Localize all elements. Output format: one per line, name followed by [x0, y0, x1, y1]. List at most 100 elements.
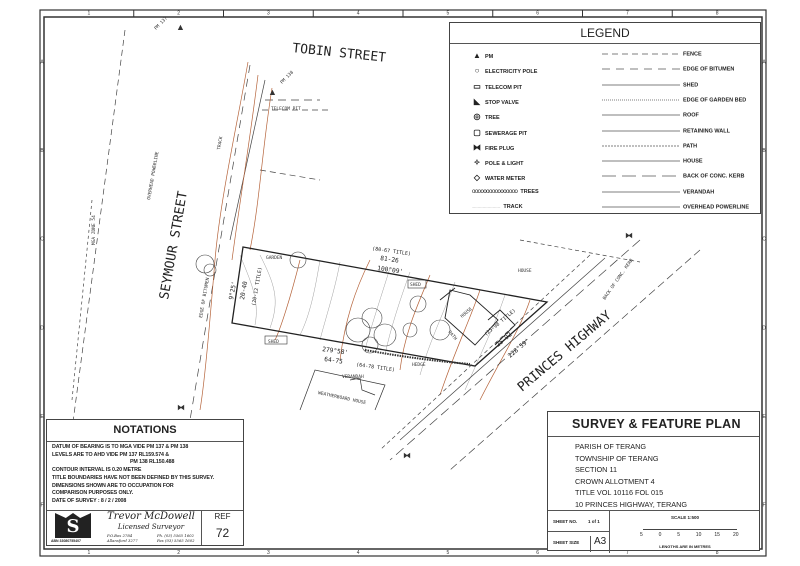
legend-item: ▲PM: [472, 51, 493, 60]
grid-row-label: A: [762, 59, 766, 65]
legend-item: HOUSE: [602, 158, 703, 165]
legend-item: ◇ WATER METER: [472, 173, 525, 182]
grid-row-label: C: [762, 237, 766, 243]
legend-item: OVERHEAD POWERLINE: [602, 204, 749, 210]
trees-cluster: [195, 251, 451, 354]
grid-column-label: 4: [357, 11, 360, 17]
label-garden: GARDEN: [266, 255, 283, 261]
title-line: 10 PRINCES HIGHWAY, TERANG: [575, 499, 688, 509]
grid-column-label: 3: [267, 11, 270, 17]
legend-label: WATER METER: [485, 176, 526, 183]
electricity-pole-icon: ○: [474, 66, 480, 76]
grid-column-label: 2: [177, 550, 180, 556]
legend-line-swatch: [602, 206, 680, 208]
legend-label: ELECTRICITY POLE: [485, 69, 538, 76]
plan-symbols: ▲ ▲ ⧓ ⧓ ⧓: [176, 22, 633, 460]
sheet-size-label: SHEET SIZE: [553, 540, 580, 545]
dim-south-title: (64-78 TITLE): [356, 362, 396, 373]
track-icon: ..................................: [472, 205, 501, 209]
legend-line-swatch: [602, 99, 680, 101]
water-meter-icon: ◇: [473, 173, 481, 183]
trees-icon: oooooooooooooooo: [472, 188, 518, 195]
legend-item: ✧POLE & LIGHT: [472, 158, 524, 167]
notation-line: LEVELS ARE TO AHD VIDE PM 137 RL159.574 …: [52, 451, 169, 458]
legend-title: LEGEND: [450, 23, 760, 44]
grid-column-label: 8: [716, 11, 719, 17]
grid-row-label: F: [762, 503, 765, 509]
sheet-size-value: A3: [590, 536, 606, 552]
legend-label: TELECOM PIT: [485, 84, 522, 91]
grid-row-label: A: [40, 59, 44, 65]
ref-label: REF: [214, 512, 231, 521]
legend-line-swatch: [602, 68, 680, 70]
notation-line: DIMENSIONS SHOWN ARE TO OCCUPATION FOR: [52, 482, 174, 489]
legend-item: ◣STOP VALVE: [472, 97, 519, 106]
legend-label: SEWERAGE PIT: [485, 130, 528, 137]
fire-plug-icon: ⧓: [177, 403, 185, 412]
legend-label: PATH: [683, 143, 698, 150]
grid-column-label: 8: [716, 550, 719, 556]
lot-boundary: [231, 246, 549, 367]
surveyor-phone: Ph. (03) 5565 1602: [157, 533, 194, 538]
legend-line-swatch: [602, 53, 680, 55]
legend-line-swatch: [602, 175, 680, 177]
legend-item: ○ ELECTRICITY POLE: [472, 66, 538, 76]
pole-light-icon: ✧: [473, 158, 481, 168]
ref-value: 72: [215, 526, 230, 540]
weatherboard-house-outline: [299, 369, 386, 411]
scale-label: SCALE 1:500: [670, 515, 699, 520]
legend-item: EDGE OF BITUMEN: [602, 66, 734, 73]
street-label-seymour: SEYMOUR STREET: [157, 190, 191, 301]
dim-east-length: 25-92: [495, 331, 514, 349]
princes-highway-lines: [379, 239, 701, 471]
label-verandah: VERANDAH: [342, 374, 364, 380]
street-label-princes: PRINCES HIGHWAY: [515, 308, 615, 395]
legend-label: HOUSE: [683, 158, 703, 165]
legend-label: BACK OF CONC. KERB: [683, 173, 745, 180]
grid-row-label: F: [40, 503, 43, 509]
grid-column-label: 6: [536, 550, 539, 556]
pm-icon: ▲: [473, 51, 481, 60]
notation-line: TITLE BOUNDARIES HAVE NOT BEEN DEFINED B…: [52, 474, 215, 481]
label-hedge: HEDGE: [412, 362, 426, 368]
legend-line-swatch: [602, 130, 680, 131]
grid-row-label: E: [762, 414, 766, 420]
dim-east-bearing: 228°59': [506, 337, 531, 360]
legend-item: ▭ TELECOM PIT: [472, 82, 522, 91]
legend-item: ◎TREE: [472, 112, 500, 121]
notation-line: DATUM OF BEARING IS TO MGA VIDE PM 137 &…: [52, 444, 189, 450]
legend-label: FENCE: [683, 51, 702, 58]
legend-item: VERANDAH: [602, 189, 714, 195]
dim-west-length: 20-40: [239, 281, 249, 301]
grid-row-label: D: [40, 325, 44, 331]
fire-plug-icon: ⧓: [473, 142, 481, 152]
legend-label: TREES: [520, 188, 539, 195]
surveyor-town: Allansford 3277: [107, 538, 138, 543]
tree-icon: ◎: [473, 112, 481, 122]
surveyor-po-box: P.O.Box 2784: [107, 533, 133, 538]
fire-plug-icon: ⧓: [403, 451, 411, 460]
street-label-tobin: TOBIN STREET: [292, 41, 387, 66]
title-line: CROWN ALLOTMENT 4: [575, 476, 655, 486]
label-shed-2: SHED: [268, 339, 279, 345]
label-telecom-pit: TELECOM PIT: [271, 106, 301, 112]
legend-panel: LEGEND ▲PM ○ ELECTRICITY POLE ▭ TELECOM PIT ◣…: [449, 22, 761, 214]
legend-item: ⧓FIRE PLUG: [472, 143, 514, 152]
label-back-of-kerb: BACK OF CONC. KERB: [602, 258, 635, 302]
legend-label: VERANDAH: [683, 189, 715, 196]
grid-column-label: 7: [626, 550, 629, 556]
grid-column-label: 1: [87, 11, 90, 17]
sheet-no-label: SHEET NO.: [553, 519, 578, 524]
dim-west-title: (20-12 TITLE): [251, 267, 264, 307]
grid-column-label: 6: [536, 11, 539, 17]
pm-icon: ▲: [176, 22, 185, 32]
scale-bar: [643, 525, 737, 530]
dim-north-title: (80-67 TITLE): [372, 246, 412, 257]
fire-plug-icon: ⧓: [625, 231, 633, 240]
lot-house: [439, 287, 516, 346]
lengths-note: LENGTHS ARE IN METRES: [659, 544, 711, 549]
telecom-pit-icon: ▭: [473, 81, 481, 91]
